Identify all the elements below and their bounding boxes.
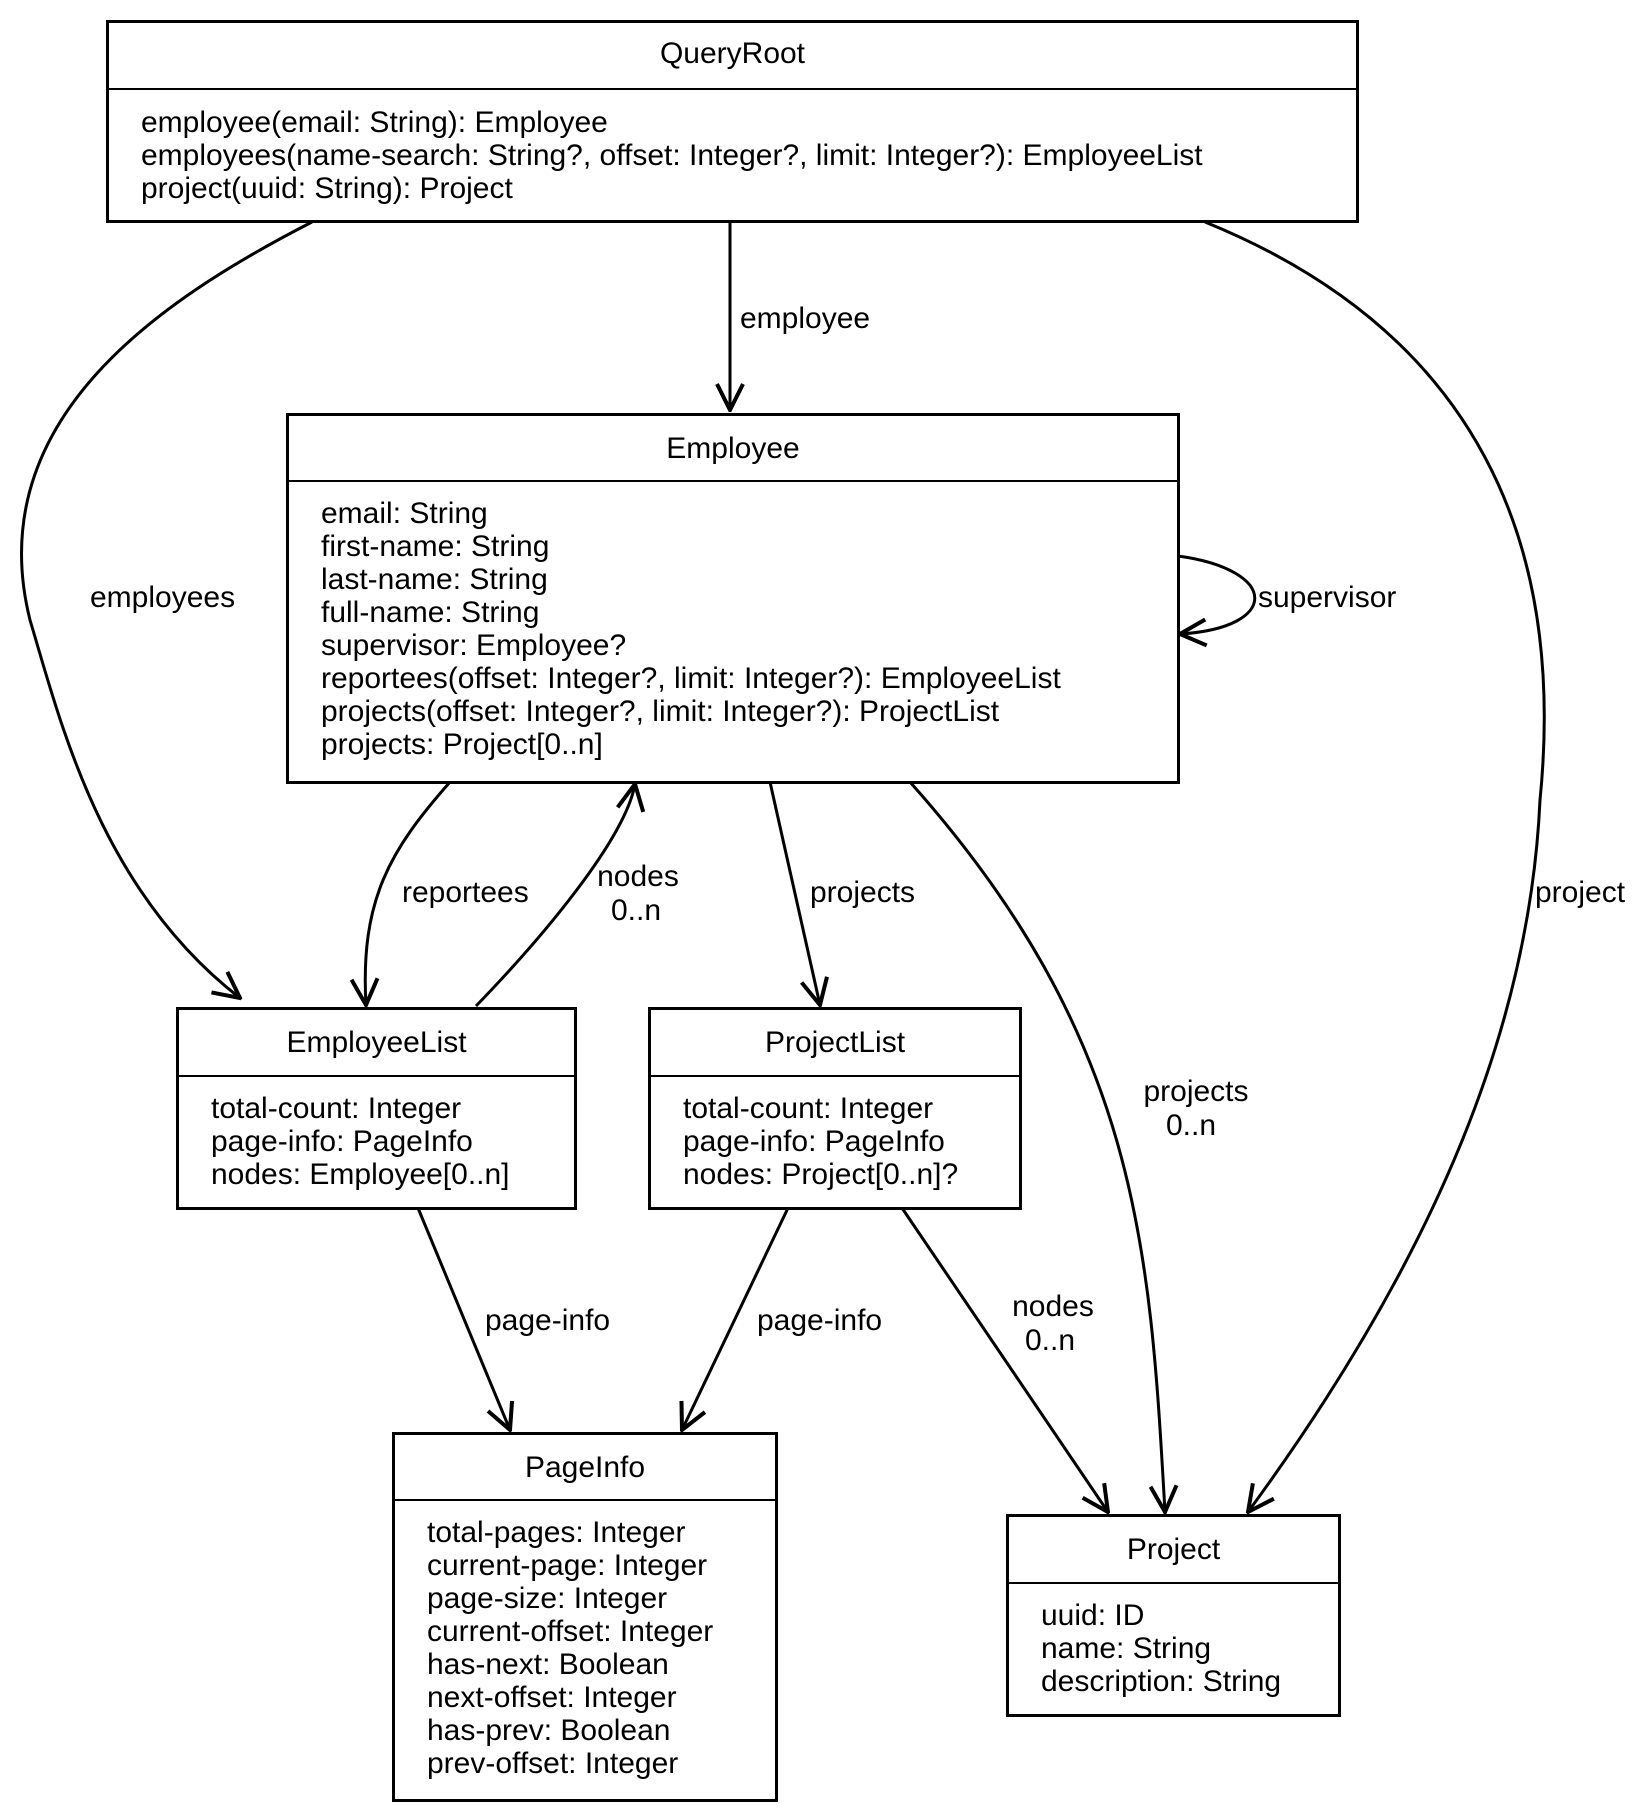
field: total-pages: Integer bbox=[427, 1516, 686, 1549]
node-pageinfo-fields: total-pages: Integer current-page: Integ… bbox=[395, 1501, 775, 1780]
node-project-title: Project bbox=[1009, 1517, 1338, 1584]
field: total-count: Integer bbox=[211, 1092, 462, 1125]
field: employee(email: String): Employee bbox=[141, 106, 608, 139]
edge-label-employee-nodes: nodes bbox=[597, 860, 679, 893]
edge-label-reportees: reportees bbox=[402, 876, 529, 909]
node-employeelist: EmployeeList total-count: Integer page-i… bbox=[176, 1007, 577, 1210]
edge-label-projects-direct: projects bbox=[1143, 1075, 1248, 1108]
node-queryroot: QueryRoot employee(email: String): Emplo… bbox=[106, 20, 1359, 223]
edge-project bbox=[1204, 220, 1546, 1512]
field: total-count: Integer bbox=[683, 1092, 934, 1125]
node-queryroot-title: QueryRoot bbox=[109, 23, 1356, 90]
field: current-offset: Integer bbox=[427, 1615, 714, 1648]
edge-reportees bbox=[365, 781, 452, 1005]
edge-projectlist-page-info bbox=[682, 1207, 790, 1430]
field: reportees(offset: Integer?, limit: Integ… bbox=[321, 662, 1061, 695]
field: page-size: Integer bbox=[427, 1582, 668, 1615]
edge-label-employee: employee bbox=[740, 302, 870, 335]
field: next-offset: Integer bbox=[427, 1681, 677, 1714]
field: name: String bbox=[1041, 1632, 1212, 1665]
edge-cardinality-project-nodes: 0..n bbox=[1025, 1324, 1075, 1357]
edge-project-nodes bbox=[900, 1207, 1108, 1512]
edge-label-supervisor: supervisor bbox=[1258, 581, 1396, 614]
field: first-name: String bbox=[321, 530, 550, 563]
field: projects(offset: Integer?, limit: Intege… bbox=[321, 695, 1000, 728]
edge-label-employeelist-page-info: page-info bbox=[485, 1304, 610, 1337]
edge-label-projectlist-page-info: page-info bbox=[757, 1304, 882, 1337]
field: page-info: PageInfo bbox=[683, 1125, 945, 1158]
edge-projects-list bbox=[768, 781, 820, 1005]
edge-label-projects-list: projects bbox=[810, 876, 915, 909]
edge-cardinality-projects-direct: 0..n bbox=[1166, 1109, 1216, 1142]
node-projectlist-title: ProjectList bbox=[651, 1010, 1019, 1077]
field: email: String bbox=[321, 497, 488, 530]
edge-label-project-nodes: nodes bbox=[1012, 1290, 1094, 1323]
node-employeelist-fields: total-count: Integer page-info: PageInfo… bbox=[179, 1077, 574, 1191]
node-employee-fields: email: String first-name: String last-na… bbox=[289, 482, 1177, 761]
field: full-name: String bbox=[321, 596, 540, 629]
field: supervisor: Employee? bbox=[321, 629, 627, 662]
edge-labels: employee employees project supervisor re… bbox=[90, 302, 1626, 1357]
node-pageinfo-title: PageInfo bbox=[395, 1435, 775, 1501]
edge-employees bbox=[19, 220, 313, 998]
field: has-next: Boolean bbox=[427, 1648, 669, 1681]
field: projects: Project[0..n] bbox=[321, 728, 603, 761]
field: uuid: ID bbox=[1041, 1599, 1145, 1632]
edge-projects-direct bbox=[908, 781, 1165, 1512]
edge-employeelist-page-info bbox=[416, 1207, 510, 1430]
field: has-prev: Boolean bbox=[427, 1714, 671, 1747]
node-project: Project uuid: ID name: String descriptio… bbox=[1006, 1514, 1341, 1717]
edge-cardinality-employee-nodes: 0..n bbox=[611, 894, 661, 927]
node-projectlist-fields: total-count: Integer page-info: PageInfo… bbox=[651, 1077, 1019, 1191]
field: nodes: Project[0..n]? bbox=[683, 1158, 959, 1191]
field: project(uuid: String): Project bbox=[141, 172, 513, 205]
node-projectlist: ProjectList total-count: Integer page-in… bbox=[648, 1007, 1022, 1210]
edge-employee-nodes bbox=[474, 784, 635, 1008]
node-employeelist-title: EmployeeList bbox=[179, 1010, 574, 1077]
field: nodes: Employee[0..n] bbox=[211, 1158, 510, 1191]
edge-label-employees: employees bbox=[90, 581, 235, 614]
field: last-name: String bbox=[321, 563, 548, 596]
node-queryroot-fields: employee(email: String): Employee employ… bbox=[109, 90, 1356, 205]
edge-label-project: project bbox=[1535, 876, 1626, 909]
node-employee: Employee email: String first-name: Strin… bbox=[286, 413, 1180, 784]
node-employee-title: Employee bbox=[289, 416, 1177, 482]
edge-supervisor bbox=[1178, 554, 1257, 634]
field: current-page: Integer bbox=[427, 1549, 708, 1582]
field: prev-offset: Integer bbox=[427, 1747, 679, 1780]
node-project-fields: uuid: ID name: String description: Strin… bbox=[1009, 1584, 1338, 1698]
field: page-info: PageInfo bbox=[211, 1125, 473, 1158]
node-pageinfo: PageInfo total-pages: Integer current-pa… bbox=[392, 1432, 778, 1802]
field: description: String bbox=[1041, 1665, 1282, 1698]
field: employees(name-search: String?, offset: … bbox=[141, 139, 1203, 172]
